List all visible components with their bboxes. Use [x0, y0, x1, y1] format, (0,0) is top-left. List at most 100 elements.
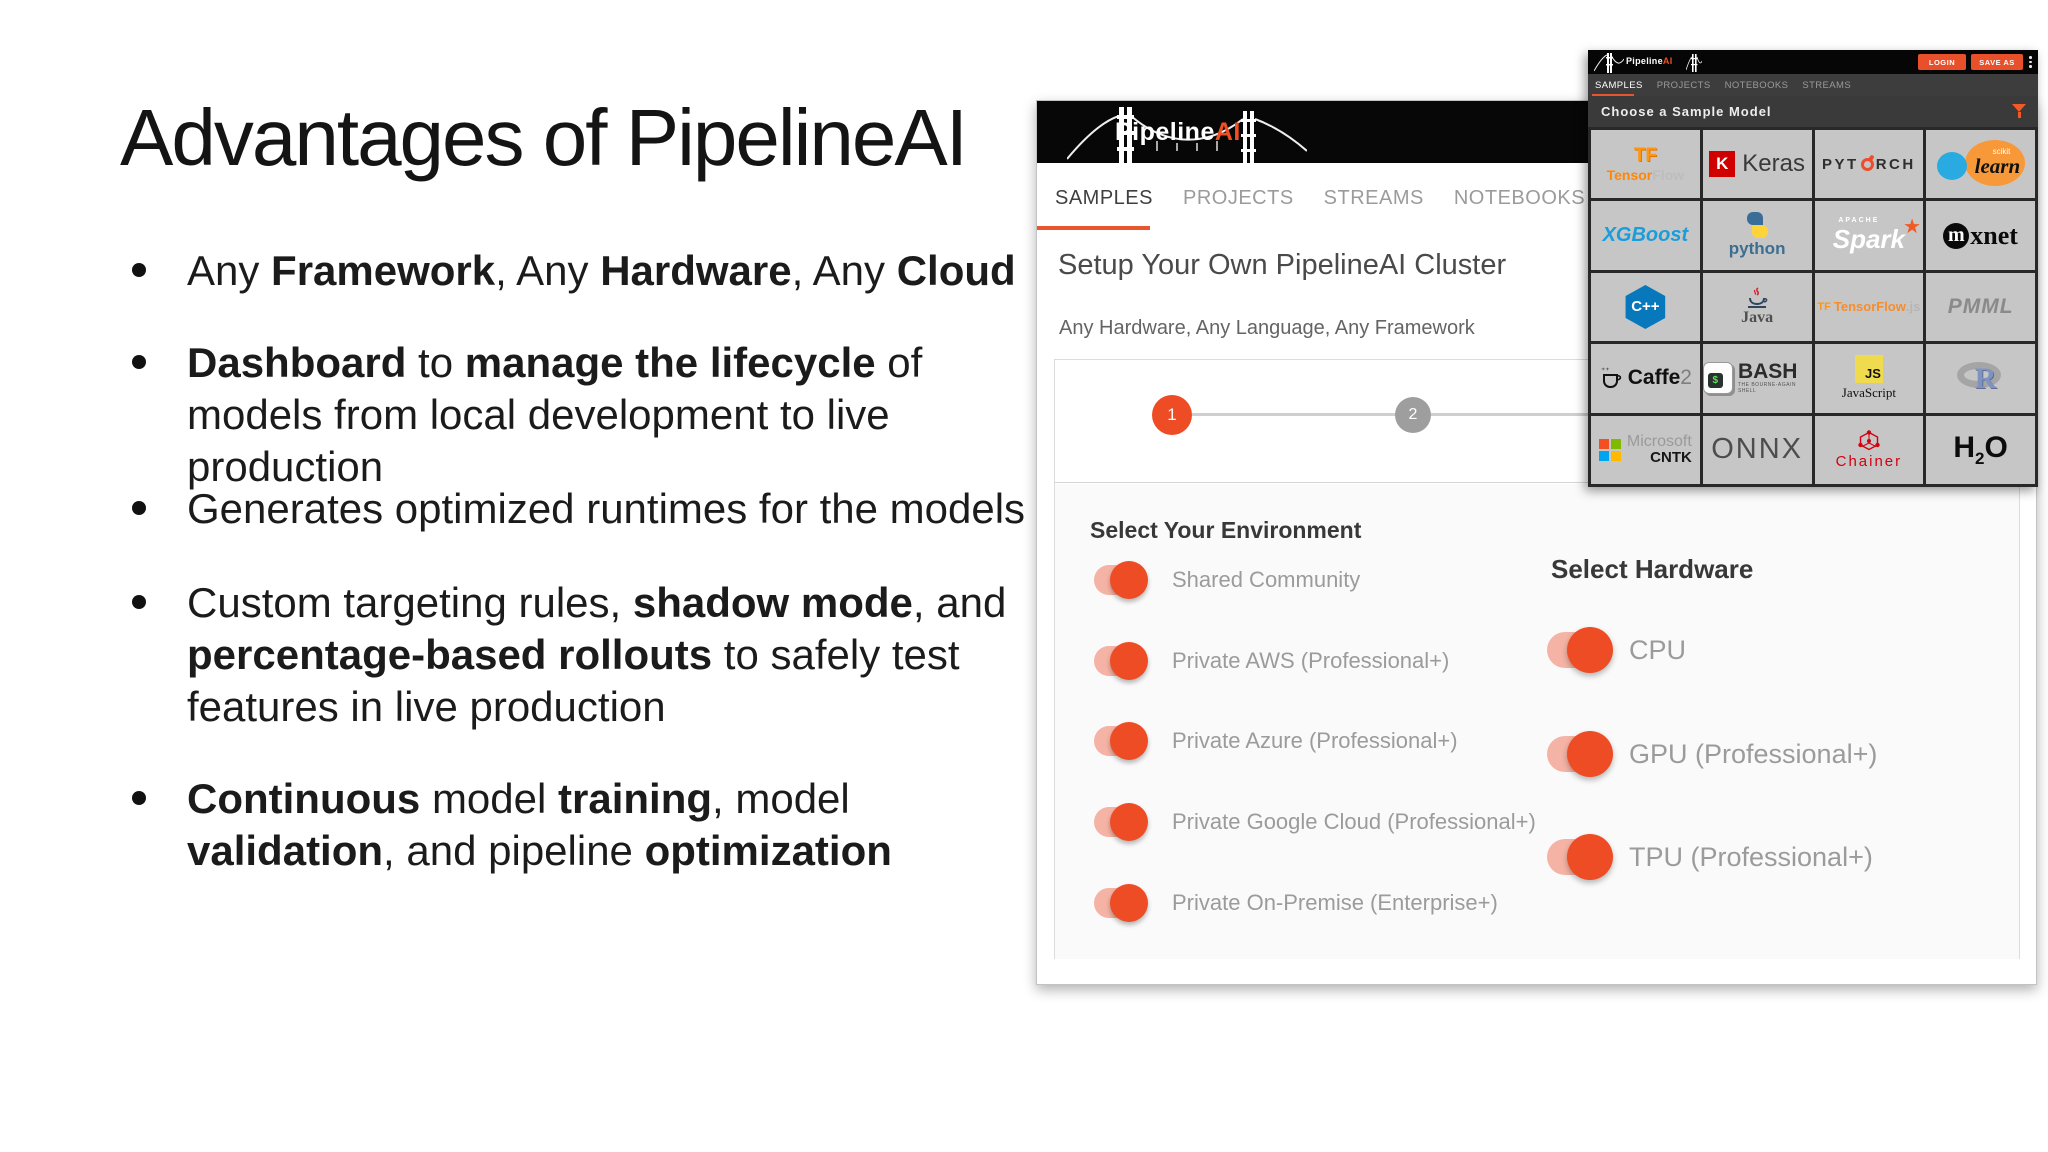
scikit-learn-icon: scikit learn: [1935, 138, 2027, 190]
overlay-tab-notebooks[interactable]: NOTEBOOKS: [1724, 79, 1789, 91]
selection-section: Select Your Environment Shared Community…: [1055, 484, 2019, 959]
hw-option-tpu: TPU (Professional+): [1547, 834, 1873, 880]
private-aws-toggle[interactable]: [1094, 642, 1148, 680]
model-chainer[interactable]: Chainer: [1814, 415, 1924, 484]
mxnet-icon: m: [1943, 222, 1970, 249]
sample-model-bar: Choose a Sample Model: [1588, 96, 2038, 127]
model-bash[interactable]: $ BASH THE BOURNE-AGAIN SHELL: [1702, 344, 1812, 413]
env-option-label: Private On-Premise (Enterprise+): [1172, 890, 1498, 915]
bullet-runtimes: Generates optimized runtimes for the mod…: [132, 483, 1062, 535]
bullet-targeting: Custom targeting rules, shadow mode, and…: [132, 577, 1062, 733]
cpp-icon: C++: [1625, 284, 1666, 329]
bash-cube-icon: $: [1702, 362, 1733, 395]
filter-funnel-icon[interactable]: [2012, 104, 2026, 118]
hw-option-cpu: CPU: [1547, 627, 1687, 673]
model-h2o[interactable]: H2O: [1926, 415, 2035, 484]
overlay-tab-bar: SAMPLES PROJECTS NOTEBOOKS STREAMS: [1588, 74, 2038, 96]
brand-wordmark: PipelineAI: [1115, 118, 1241, 146]
model-keras[interactable]: K Keras: [1702, 130, 1812, 199]
bridge-logo-icon: [1067, 107, 1307, 163]
model-pmml[interactable]: PMML: [1926, 272, 2035, 342]
model-mxnet[interactable]: m xnet: [1926, 201, 2035, 270]
overlay-tab-projects[interactable]: PROJECTS: [1656, 79, 1711, 91]
sample-model-title: Choose a Sample Model: [1601, 104, 1772, 119]
private-google-cloud-toggle[interactable]: [1094, 803, 1148, 841]
javascript-icon: JS: [1854, 355, 1883, 384]
hw-option-gpu: GPU (Professional+): [1547, 731, 1878, 777]
hw-option-label: TPU (Professional+): [1629, 841, 1873, 872]
bridge-tower-icon: [1686, 54, 1702, 72]
kebab-menu-icon[interactable]: [2029, 56, 2032, 68]
environment-heading: Select Your Environment: [1090, 517, 1362, 543]
env-option-label: Shared Community: [1172, 567, 1361, 592]
tab-streams[interactable]: STREAMS: [1323, 187, 1424, 209]
cpu-toggle[interactable]: [1547, 627, 1613, 673]
cluster-setup-title: Setup Your Own PipelineAI Cluster: [1058, 249, 1507, 281]
save-as-button[interactable]: SAVE AS: [1971, 54, 2023, 70]
env-option-private-aws: Private AWS (Professional+): [1094, 642, 1449, 680]
keras-icon: K: [1709, 151, 1736, 178]
tensorflow-icon: TF: [1817, 300, 1831, 313]
model-tensorflow-js[interactable]: TF TensorFlow .js: [1814, 272, 1924, 342]
tab-samples[interactable]: SAMPLES: [1055, 187, 1153, 209]
python-icon: [1744, 212, 1770, 239]
model-r[interactable]: R: [1926, 344, 2035, 413]
shared-community-toggle[interactable]: [1094, 561, 1148, 599]
env-option-label: Private Google Cloud (Professional+): [1172, 809, 1536, 834]
private-on-premise-toggle[interactable]: [1094, 884, 1148, 922]
model-python[interactable]: python: [1702, 201, 1812, 270]
caffe2-cup-icon: ⁺⁺: [1601, 366, 1621, 389]
hw-option-label: CPU: [1629, 634, 1687, 665]
brand-wordmark: PipelineAI: [1626, 56, 1673, 66]
overlay-active-tab-indicator: [1592, 94, 1634, 96]
login-button[interactable]: LOGIN: [1918, 54, 1966, 70]
model-javascript[interactable]: JS JavaScript: [1814, 344, 1924, 413]
cluster-setup-subtitle: Any Hardware, Any Language, Any Framewor…: [1059, 317, 1475, 339]
tpu-toggle[interactable]: [1547, 834, 1613, 880]
model-scikit-learn[interactable]: scikit learn: [1926, 130, 2035, 199]
env-option-label: Private Azure (Professional+): [1172, 728, 1458, 753]
java-cup-icon: [1748, 287, 1768, 308]
tensorflow-icon: TF: [1633, 145, 1657, 167]
model-cpp[interactable]: C++: [1591, 272, 1700, 342]
microsoft-icon: [1598, 438, 1621, 461]
hardware-heading: Select Hardware: [1551, 554, 1754, 584]
r-logo-icon: R: [1955, 358, 2007, 398]
private-azure-toggle[interactable]: [1094, 722, 1148, 760]
bullet-continuous: Continuous model training, model validat…: [132, 773, 1062, 877]
model-xgboost[interactable]: XGBoost: [1591, 201, 1700, 270]
step-2-indicator[interactable]: 2: [1395, 397, 1431, 433]
model-microsoft-cntk[interactable]: Microsoft CNTK: [1591, 415, 1700, 484]
bullet-dot: [132, 501, 146, 515]
tab-projects[interactable]: PROJECTS: [1182, 187, 1294, 209]
bullet-dot: [132, 791, 146, 805]
chainer-icon: [1858, 430, 1880, 451]
bullet-dashboard: Dashboard to manage the lifecycle of mod…: [132, 337, 1062, 493]
spark-star-icon: ★: [1903, 215, 1921, 238]
bridge-logo-icon: [1594, 53, 1624, 73]
hw-option-label: GPU (Professional+): [1629, 738, 1878, 769]
model-pytorch[interactable]: PYT RCH: [1814, 130, 1924, 199]
model-onnx[interactable]: ONNX: [1702, 415, 1812, 484]
pytorch-flame-icon: [1860, 154, 1875, 171]
sample-model-window: PipelineAI LOGIN SAVE AS SAMPLES PROJECT…: [1588, 50, 2038, 487]
overlay-tab-streams[interactable]: STREAMS: [1802, 79, 1852, 91]
env-option-shared-community: Shared Community: [1094, 561, 1361, 599]
model-java[interactable]: Java: [1702, 272, 1812, 342]
bullet-dot: [132, 355, 146, 369]
main-tab-bar: SAMPLES PROJECTS STREAMS NOTEBOOKS: [1055, 187, 1585, 210]
active-tab-indicator: [1037, 226, 1150, 230]
overlay-tab-samples[interactable]: SAMPLES: [1595, 79, 1643, 91]
bullet-dot: [132, 263, 146, 277]
step-1-indicator[interactable]: 1: [1152, 395, 1192, 435]
svg-text:⁺⁺: ⁺⁺: [1601, 366, 1609, 375]
bullet-any-framework: Any Framework, Any Hardware, Any Cloud: [132, 245, 1062, 297]
env-option-private-google-cloud: Private Google Cloud (Professional+): [1094, 803, 1536, 841]
env-option-private-azure: Private Azure (Professional+): [1094, 722, 1458, 760]
tab-notebooks[interactable]: NOTEBOOKS: [1453, 187, 1586, 209]
model-spark[interactable]: APACHE Spark★: [1814, 201, 1924, 270]
gpu-toggle[interactable]: [1547, 731, 1613, 777]
